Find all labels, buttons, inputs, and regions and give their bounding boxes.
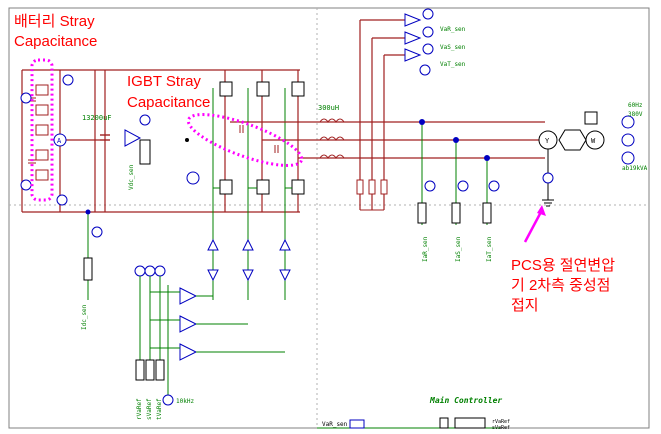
bridge-node <box>185 138 189 142</box>
gate-drivers <box>207 238 291 282</box>
idc-sen-label: Idc_sen <box>81 304 88 330</box>
vdc-sensor <box>124 114 151 165</box>
igbt-stray-highlight <box>186 113 304 167</box>
pcs-note-line1: PCS용 절연변압 <box>511 257 615 274</box>
ias-sen-label: IaS_sen <box>455 236 462 262</box>
controller-out1-label: rVaRef <box>492 419 510 425</box>
controller-block-1 <box>439 417 449 429</box>
idc-node <box>85 209 91 215</box>
dc-capacitor <box>100 134 110 141</box>
grid-voltage-label: 380V <box>628 111 643 118</box>
controller-input-label: VaR_sen <box>322 421 348 428</box>
filter-network <box>356 179 388 211</box>
dc-voltmeter-top-icon <box>62 74 74 86</box>
idc-sensor-icon <box>91 226 103 238</box>
battery-stray-highlight <box>30 58 54 202</box>
svg-text:Y: Y <box>545 137 550 145</box>
dc-voltmeter-bottom-icon <box>56 194 68 206</box>
iat-sen-label: IaT_sen <box>486 236 493 262</box>
igbt-bridge <box>219 81 305 195</box>
dc-ammeter-icon <box>53 133 67 147</box>
reference-section <box>134 265 285 406</box>
vdc-sen-label: Vdc_sen <box>128 164 135 190</box>
carrier-label: 10kHz <box>176 398 194 405</box>
igbt-stray-caps <box>239 125 279 153</box>
neutral-sensor-icon <box>542 172 554 184</box>
battery-sensor-bottom-icon <box>20 179 32 191</box>
main-controller-label: Main Controller <box>429 395 502 405</box>
voltage-sensors <box>404 8 434 76</box>
pcs-note-arrow <box>523 209 544 243</box>
vref-r-label: rVaRef <box>136 398 143 420</box>
battery-stray-line2: Capacitance <box>14 33 97 50</box>
pcs-note-arrowhead <box>537 205 546 216</box>
pcs-note-line3: 접지 <box>511 297 539 314</box>
igbt-stray-line1: IGBT Stray <box>127 73 201 90</box>
battery-stack <box>35 84 49 181</box>
ac-inductors <box>319 118 345 159</box>
grid-sources <box>621 115 635 165</box>
vas-sen-label: VaS_sen <box>440 44 466 51</box>
battery-sensor-top-icon <box>20 92 32 104</box>
cap-value-label: 13200uF <box>82 114 112 122</box>
controller-out2-label: sVaRef <box>492 425 510 431</box>
idc-sensor-block <box>83 257 93 281</box>
iar-sen-label: IaR_sen <box>422 236 429 262</box>
svg-text:A: A <box>57 137 62 145</box>
pcs-note-annotation: PCS용 절연변압 기 2차측 중성점 접지 <box>511 257 615 314</box>
controller-block-2 <box>454 417 486 429</box>
vat-sen-label: VaT_sen <box>440 61 466 68</box>
vref-s-label: sVaRef <box>146 398 153 420</box>
current-sensors <box>417 119 500 224</box>
var-sen-label: VaR_sen <box>440 26 466 33</box>
igbt-stray-annotation: IGBT Stray Capacitance <box>127 73 210 111</box>
controller-input-port <box>349 419 365 429</box>
svg-text:W: W <box>591 137 596 145</box>
inductor-value-label: 300uH <box>318 104 339 112</box>
ground-symbol-icon <box>542 199 554 207</box>
isolation-transformer <box>538 111 605 151</box>
bridge-sensor-icon <box>186 171 200 185</box>
pcs-note-line2: 기 2차측 중성점 <box>511 277 610 294</box>
transformer-ratio-label: ab19kVA <box>622 165 648 172</box>
freq-label: 60Hz <box>628 102 643 109</box>
battery-stray-line1: 배터리 Stray <box>14 13 95 30</box>
igbt-stray-line2: Capacitance <box>127 94 210 111</box>
battery-stray-annotation: 배터리 Stray Capacitance <box>14 13 97 50</box>
vref-t-label: tVaRef <box>156 398 163 420</box>
